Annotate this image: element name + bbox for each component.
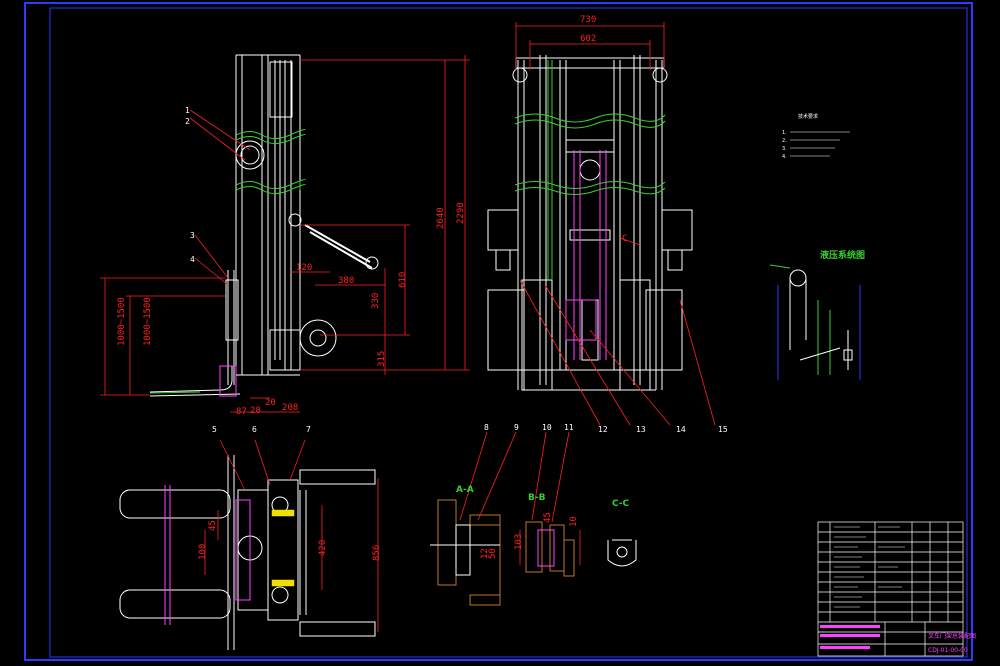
plan-dim-856: 856 [372,545,382,561]
side-dim-330: 330 [371,293,381,309]
section-b-b [525,521,575,577]
title-drawing-code: CDJ-01-00-00 [928,647,968,654]
section-a-a-label: A-A [456,485,474,495]
callout-1: 1 [185,106,190,115]
callout-12: 12 [598,425,608,434]
drawing-frame-inner [49,7,968,658]
detail-dim-45: 45 [543,512,553,523]
callout-9: 9 [514,423,519,432]
detail-dim-50: 50 [488,548,498,559]
side-dim-120: 120 [296,263,312,273]
callout-6: 6 [252,425,257,434]
tech-req-item-3: 3. [782,146,787,152]
plan-view-dimensions [204,439,379,632]
callout-3: 3 [190,231,195,240]
front-view-hydraulic [565,150,607,360]
side-dim-2290: 2290 [456,202,466,224]
hydraulic-diagram-title: 液压系统图 [820,249,865,261]
hydraulic-diagram [769,264,861,380]
callout-7: 7 [306,425,311,434]
side-dim-left-a: 1000~1500 [117,297,127,346]
callout-8: 8 [484,423,489,432]
front-dim-602: 602 [580,34,596,44]
front-view-dimensions [515,22,716,426]
side-view [149,54,379,397]
callout-13: 13 [636,425,646,434]
front-dim-730: 730 [580,15,596,25]
section-a-a-outline [430,524,500,576]
callout-11: 11 [564,423,574,432]
side-dim-2640: 2640 [436,207,446,229]
detail-dim-12: 12 [480,548,490,559]
side-dim-20: 20 [265,398,276,408]
side-dim-610: 610 [398,272,408,288]
side-dim-87: 87 [236,407,247,417]
drawing-frame-outer [24,2,973,661]
callout-2: 2 [185,117,190,126]
section-c-c [607,539,637,567]
title-block-magenta [820,625,880,649]
title-block [817,521,964,657]
tech-req-item-1: 1. [782,130,787,136]
title-drawing-name: 叉车门架总装配图 [928,632,976,640]
side-dim-315: 315 [377,351,387,367]
callout-5: 5 [212,425,217,434]
detail-dim-10: 10 [569,516,579,527]
section-b-b-label: B-B [528,493,546,503]
side-dim-380: 380 [338,276,354,286]
callout-4: 4 [190,255,195,264]
tech-req-item-4: 4. [782,154,787,160]
plan-dim-100: 100 [198,544,208,560]
title-block-rows [834,526,905,608]
plan-dim-45: 45 [208,520,218,531]
front-section-mark: C [622,234,627,244]
front-view [487,55,693,391]
tech-req-item-2: 2. [782,138,787,144]
tech-req-title: 技术要求 [798,113,818,120]
side-dim-208: 208 [282,403,298,413]
callout-10: 10 [542,423,552,432]
plan-view-hatch [271,509,295,587]
side-view-hatch [149,129,306,394]
section-b-b-hydraulic [537,529,555,567]
side-dim-28: 28 [250,406,261,416]
callout-15: 15 [718,425,728,434]
side-dim-left-b: 1000~1500 [143,297,153,346]
detail-dim-103: 103 [514,534,524,550]
front-view-hatch [514,60,666,280]
plan-view [119,455,376,650]
detail-leaders [459,431,581,565]
section-c-c-label: C-C [612,499,630,509]
side-view-dimensions [100,55,470,413]
callout-14: 14 [676,425,686,434]
plan-dim-420: 420 [318,540,328,556]
tech-req-lines [790,131,850,157]
plan-view-hydraulic [164,485,251,625]
